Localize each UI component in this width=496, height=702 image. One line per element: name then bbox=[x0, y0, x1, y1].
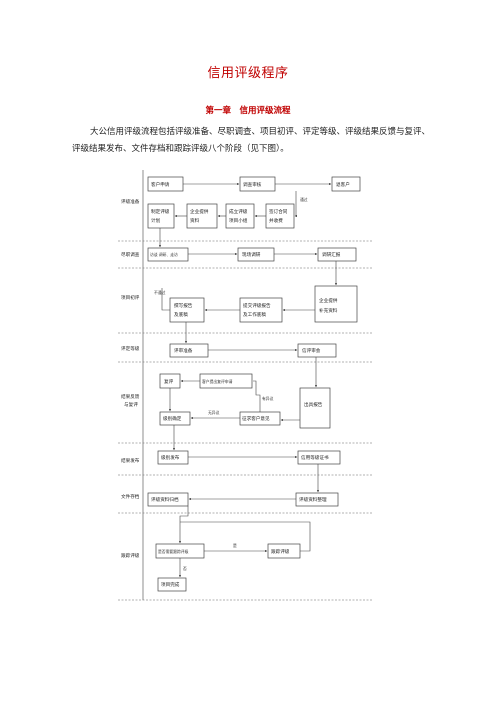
svg-text:计划: 计划 bbox=[151, 217, 161, 224]
stage-initial: 项目初评 bbox=[121, 294, 140, 301]
chapter-heading: 第一章 信用评级流程 bbox=[205, 106, 291, 116]
svg-text:签订合同: 签订合同 bbox=[269, 208, 288, 215]
svg-text:及底稿: 及底稿 bbox=[174, 311, 188, 318]
svg-text:并收费: 并收费 bbox=[269, 217, 283, 224]
svg-text:客户申请: 客户申请 bbox=[151, 181, 170, 188]
svg-text:及工作底稿: 及工作底稿 bbox=[243, 311, 266, 318]
box-credit-cert: 信用等级证书 bbox=[297, 450, 341, 465]
svg-text:提交评级报告: 提交评级报告 bbox=[243, 302, 271, 309]
stage-rating: 评定等级 bbox=[121, 345, 140, 352]
svg-text:级别确定: 级别确定 bbox=[163, 415, 182, 422]
svg-text:成立评级: 成立评级 bbox=[229, 208, 248, 215]
box-onsite: 访谈 调研、走访 bbox=[147, 247, 189, 262]
svg-text:是否需要跟踪评级: 是否需要跟踪评级 bbox=[158, 549, 189, 554]
svg-text:评审准备: 评审准备 bbox=[174, 347, 193, 354]
box-recheck: 复评 bbox=[159, 373, 181, 389]
flow-connectors bbox=[158, 182, 338, 578]
edge-label-pass: 通过 bbox=[300, 197, 308, 202]
svg-text:复评: 复评 bbox=[164, 378, 174, 385]
edge-label-has-objection: 有异议 bbox=[262, 396, 274, 401]
box-project-end: 项目完成 bbox=[157, 577, 187, 592]
svg-text:资料: 资料 bbox=[190, 217, 200, 224]
svg-text:跟踪评级: 跟踪评级 bbox=[271, 548, 290, 555]
box-reexamine: 调查审核 bbox=[239, 176, 276, 192]
svg-text:退客户: 退客户 bbox=[336, 181, 350, 188]
stage-tracking: 跟踪评级 bbox=[121, 552, 140, 559]
svg-text:访谈 调研、走访: 访谈 调研、走访 bbox=[150, 252, 178, 257]
svg-text:项目小组: 项目小组 bbox=[229, 217, 248, 224]
box-confirm-rating: 级别确定 bbox=[159, 411, 191, 426]
edge-label-no: 不通过 bbox=[154, 290, 166, 295]
svg-text:调研汇报: 调研汇报 bbox=[322, 251, 341, 258]
box-feedback-client: 征求客户意见 bbox=[239, 411, 281, 426]
document-title: 信用评级程序 bbox=[207, 66, 289, 81]
stage-separators bbox=[118, 240, 373, 601]
box-publish-rating: 级别发布 bbox=[157, 450, 189, 465]
stage-prep: 评级准备 bbox=[121, 198, 140, 205]
edge-label-no-objection: 无异议 bbox=[208, 410, 220, 415]
svg-text:现场调研: 现场调研 bbox=[242, 251, 261, 258]
box-review: 评审准备 bbox=[169, 343, 209, 358]
stage-publish: 结果发布 bbox=[121, 457, 140, 464]
svg-text:补充资料: 补充资料 bbox=[319, 307, 338, 314]
intro-text: 大公信用评级流程包括评级准备、尽职调查、项目初评、评定等级、评级结果反馈与复评、… bbox=[72, 127, 431, 154]
box-track-rate: 跟踪评级 bbox=[267, 543, 301, 559]
svg-text:撰写报告: 撰写报告 bbox=[174, 302, 193, 309]
svg-text:制定评级: 制定评级 bbox=[151, 208, 170, 215]
svg-text:企业提供: 企业提供 bbox=[319, 297, 338, 304]
box-client-appeal: 客户提出复评申请 bbox=[199, 373, 253, 389]
edge-label-yes: 是 bbox=[233, 543, 237, 548]
box-report: 出具报告 bbox=[299, 387, 331, 429]
stage-feedback-1: 结果反馈 bbox=[121, 393, 140, 400]
svg-text:级别发布: 级别发布 bbox=[161, 454, 180, 461]
stage-archive: 文件存档 bbox=[121, 493, 140, 500]
svg-text:信用等级证书: 信用等级证书 bbox=[301, 454, 329, 461]
svg-text:客户提出复评申请: 客户提出复评申请 bbox=[202, 379, 233, 384]
box-client-apply: 客户申请 bbox=[147, 176, 184, 192]
svg-text:评级资料归档: 评级资料归档 bbox=[151, 496, 179, 503]
svg-text:征求客户意见: 征求客户意见 bbox=[242, 415, 270, 422]
box-committee: 信评审会 bbox=[297, 343, 337, 358]
svg-text:项目完成: 项目完成 bbox=[161, 581, 180, 588]
intro-paragraph: 大公信用评级流程包括评级准备、尽职调查、项目初评、评定等级、评级结果反馈与复评、… bbox=[72, 124, 432, 158]
box-track-need: 是否需要跟踪评级 bbox=[155, 543, 205, 559]
box-summary: 调研汇报 bbox=[317, 247, 357, 262]
stage-feedback-2: 与复评 bbox=[124, 401, 138, 408]
svg-text:评级资料整理: 评级资料整理 bbox=[299, 496, 327, 503]
box-archive-file: 评级资料归档 bbox=[147, 492, 189, 507]
svg-text:调查审核: 调查审核 bbox=[243, 181, 262, 188]
edge-label-not: 否 bbox=[183, 566, 187, 571]
box-data-analysis: 现场调研 bbox=[237, 247, 275, 262]
svg-text:信评审会: 信评审会 bbox=[302, 347, 321, 354]
box-not-client: 退客户 bbox=[331, 176, 361, 192]
box-archive-collect: 评级资料整理 bbox=[295, 492, 339, 507]
svg-text:出具报告: 出具报告 bbox=[304, 401, 323, 408]
stage-diligence: 尽职调查 bbox=[121, 251, 140, 258]
svg-text:企业提供: 企业提供 bbox=[190, 208, 209, 215]
